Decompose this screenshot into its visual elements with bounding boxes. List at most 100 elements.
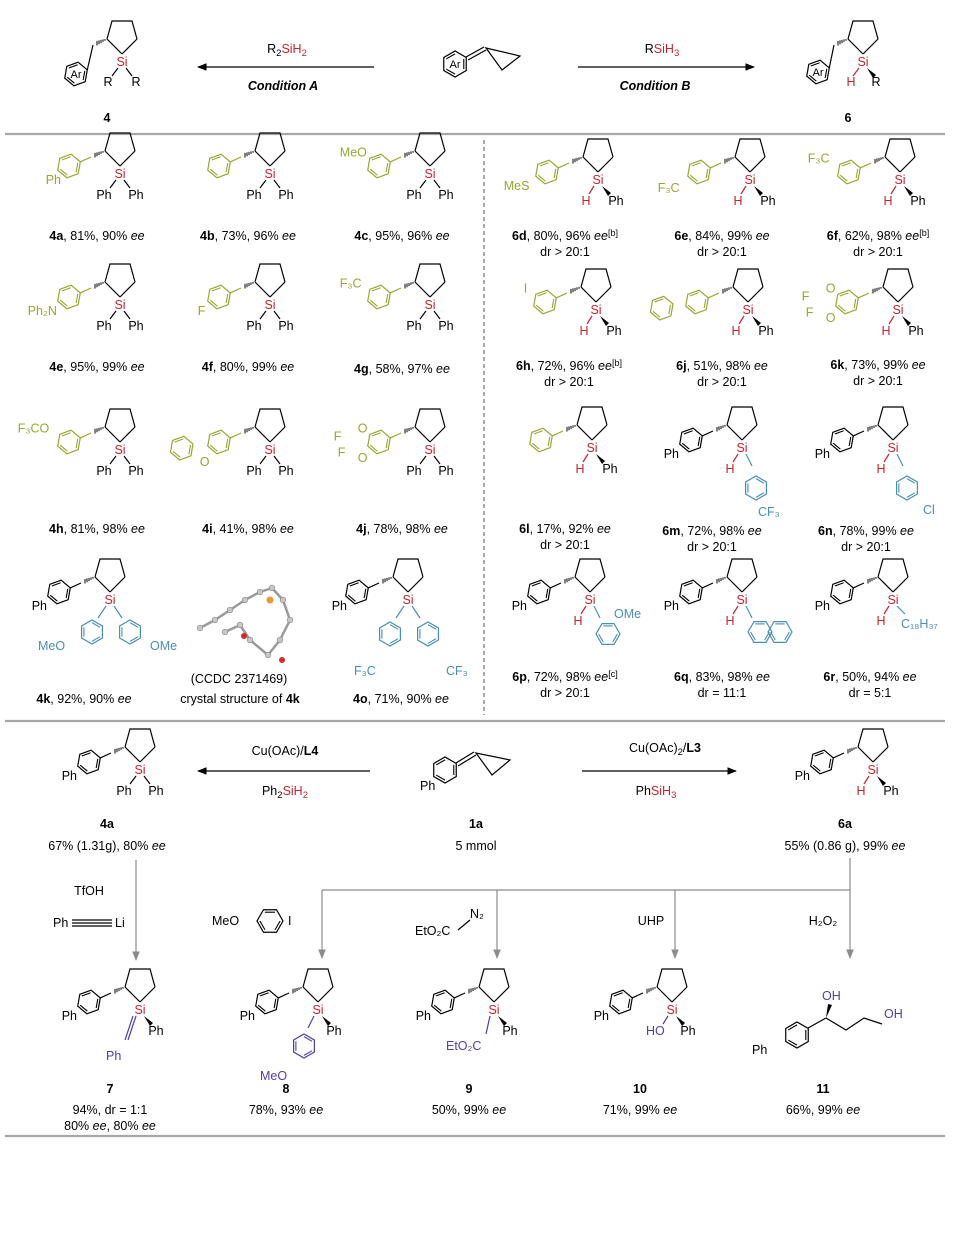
label-part: ee xyxy=(756,670,770,684)
aryl-bond xyxy=(86,44,94,71)
ee-label: 80% ee, 80% ee xyxy=(64,1119,156,1133)
phenyl-label: Ph xyxy=(602,462,617,476)
crystal-atom xyxy=(264,651,272,659)
ring-bond xyxy=(414,426,431,443)
label-part: MeO xyxy=(260,1069,287,1083)
yield-label: 94%, dr = 1:1 xyxy=(73,1103,148,1117)
aryl-ring xyxy=(64,61,88,87)
silicon-atom: Si xyxy=(134,1003,145,1017)
aryl-bond xyxy=(80,287,92,294)
wedge-bond xyxy=(826,1004,832,1018)
aromatic-bond xyxy=(787,1039,798,1046)
label-part: , 71%, 90% xyxy=(368,692,435,706)
label-part: [b] xyxy=(608,228,618,238)
aromatic-bond xyxy=(687,304,696,312)
label-part: [c] xyxy=(608,669,618,679)
aryl-bond xyxy=(230,287,242,294)
phenyl-label: Ph xyxy=(594,1009,609,1023)
label-part: F xyxy=(334,429,342,443)
aryl-ring xyxy=(687,159,711,185)
label-part: Ph xyxy=(758,324,773,338)
label-part: C₁₈H₃₇ xyxy=(901,617,938,631)
aromatic-bond xyxy=(551,298,555,309)
silicon-atom: Si xyxy=(424,298,435,312)
wedge-bond xyxy=(144,1016,153,1026)
label-part: ee xyxy=(142,1119,156,1133)
aromatic-bond xyxy=(705,168,709,179)
silicon-atom: Si xyxy=(114,167,125,181)
aromatic-bond xyxy=(349,582,359,587)
dr-label: dr > 20:1 xyxy=(697,245,747,259)
label-part: MeO xyxy=(340,145,367,159)
label-part: 6p xyxy=(512,670,527,684)
wedge-bond xyxy=(596,454,605,464)
label-part: , 81%, 98% xyxy=(64,522,131,536)
aryl-ring xyxy=(47,579,71,605)
label-part: Ph xyxy=(406,464,421,478)
label-part: Ph xyxy=(680,1024,695,1038)
aryl-ring xyxy=(207,153,231,179)
crystal-atom xyxy=(286,616,294,624)
label-part: , 73%, 99% xyxy=(844,358,911,372)
phenyl-label: Ph xyxy=(420,779,435,793)
ring-bond xyxy=(124,746,141,763)
label-part: HO xyxy=(646,1024,665,1038)
ring-bond xyxy=(741,424,758,441)
silicon-atom: Si xyxy=(116,55,127,69)
aryl-bond xyxy=(558,162,570,169)
phenyl-label: Ph xyxy=(246,319,261,333)
aryl-ring xyxy=(685,289,709,315)
hydroxy-label: HO xyxy=(646,1024,665,1038)
silolane-ring xyxy=(254,408,286,428)
ring-bond xyxy=(493,986,510,1003)
label-part: 11 xyxy=(816,1082,829,1096)
compound-number: 10 xyxy=(633,1082,647,1096)
label-part: Si xyxy=(744,173,755,187)
label-part: Ph xyxy=(96,319,111,333)
si-bond xyxy=(433,179,441,189)
substituent-label: MeO xyxy=(340,145,367,159)
aromatic-bond xyxy=(371,287,381,292)
label-part: MeS xyxy=(504,179,530,193)
aromatic-bond xyxy=(427,638,437,644)
label-part: Condition A xyxy=(248,79,318,93)
label-part: Ph xyxy=(883,784,898,798)
aryl-bond xyxy=(80,156,92,163)
lithium-label: Li xyxy=(115,916,125,930)
aromatic-bond xyxy=(681,594,690,602)
yield-label: 66%, 99% ee xyxy=(786,1103,860,1117)
label-part: Si xyxy=(104,593,115,607)
label-part: ee xyxy=(892,839,906,853)
si-bond xyxy=(419,455,427,465)
phenyl-label: Ph xyxy=(438,464,453,478)
label-part: Ar xyxy=(450,59,461,71)
label-part: ee xyxy=(436,229,450,243)
label-part: 4k xyxy=(36,692,50,706)
hydroxy-label: OH xyxy=(822,989,841,1003)
label-part: H xyxy=(846,75,855,89)
aromatic-bond xyxy=(363,588,367,599)
label-part: , 95%, 96% xyxy=(368,229,435,243)
label-part: 6m xyxy=(662,524,680,538)
phenyl-label: Ph xyxy=(760,194,775,208)
label-part: 4b xyxy=(200,229,215,243)
aromatic-bond xyxy=(533,430,543,435)
si-h-bond xyxy=(863,775,870,785)
label-part: Ph xyxy=(262,784,277,798)
aryl-ring xyxy=(830,427,854,453)
si-bond xyxy=(123,310,131,320)
dr-label: dr > 20:1 xyxy=(540,686,590,700)
label-part: R xyxy=(131,75,140,89)
hydrogen-label: H xyxy=(883,194,892,208)
label-part: 6f xyxy=(827,229,839,243)
substituent-label: F₃CO xyxy=(18,421,50,435)
aryl-ring-blue xyxy=(896,475,918,501)
label-part: ee xyxy=(900,524,914,538)
label-part: 6q xyxy=(674,670,689,684)
aromatic-bond xyxy=(61,287,71,292)
label-part: , 73%, 96% xyxy=(215,229,282,243)
phenyl-label: Ph xyxy=(406,319,421,333)
alkyne-bond xyxy=(124,1015,134,1041)
label-part: 6d xyxy=(512,229,527,243)
label-part: 4a xyxy=(49,229,64,243)
